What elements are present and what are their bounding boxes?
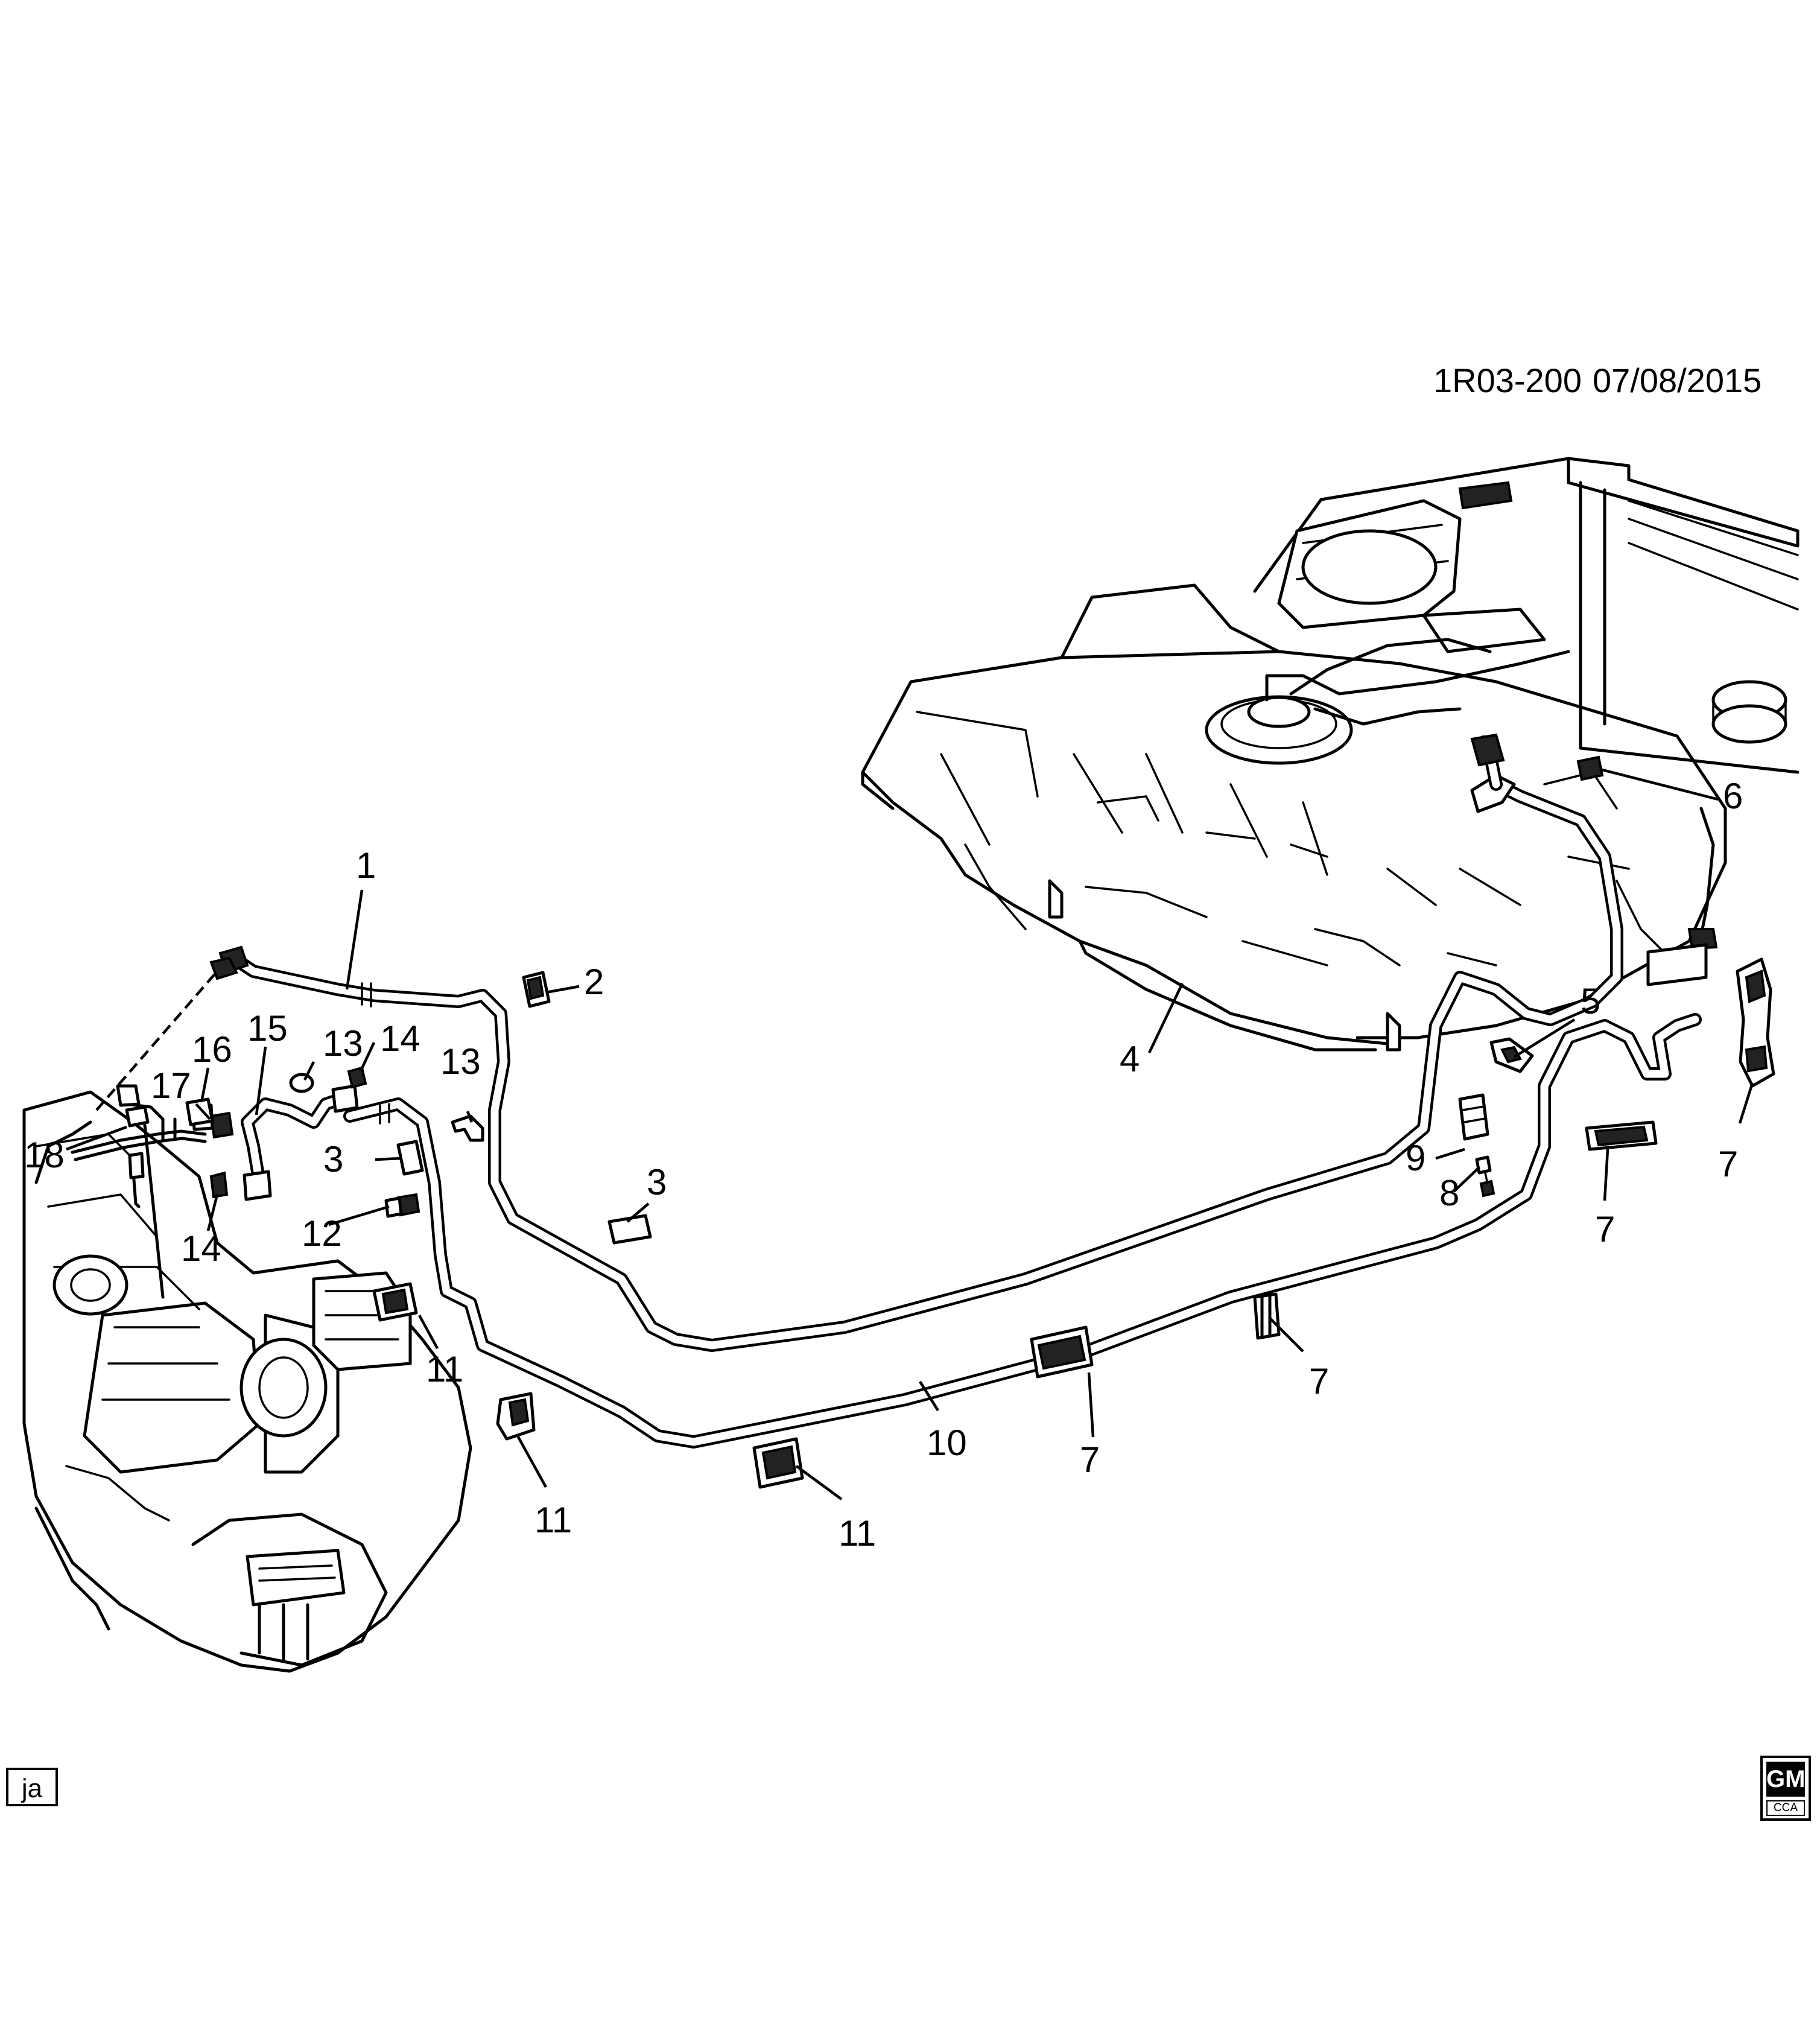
callout-10: 10: [927, 1423, 967, 1463]
fuel-pipe-10: [343, 1013, 1702, 1449]
callout-labels: 1 2 3 3 4 5 6 7 7 7 7 7 8 9 10 11 11 11 …: [24, 776, 1743, 1554]
callout-7-a: 7: [1718, 1144, 1738, 1184]
callout-11-c: 11: [839, 1513, 876, 1554]
callout-7-b: 7: [1595, 1209, 1615, 1249]
callout-9: 9: [1406, 1138, 1425, 1178]
callout-8: 8: [1439, 1173, 1459, 1213]
clips-and-brackets: [372, 755, 1775, 1489]
callout-15: 15: [247, 1008, 288, 1049]
callout-7-e: 7: [1595, 1209, 1615, 1249]
callout-1: 1: [356, 845, 376, 886]
callout-7-c: 7: [1309, 1361, 1329, 1401]
gm-logo-subtext: CCA: [1766, 1800, 1805, 1816]
callout-14-a: 14: [380, 1018, 420, 1059]
callout-12: 12: [302, 1213, 342, 1254]
callout-14-b: 14: [181, 1228, 221, 1269]
initials-box: ja: [6, 1768, 58, 1806]
diagram-code: 1R03-200: [1433, 361, 1582, 399]
fuel-tank-assembly: [861, 457, 1800, 1052]
callout-13-a: 13: [323, 1023, 363, 1064]
callout-3-b: 3: [647, 1162, 667, 1202]
callout-5: 5: [1581, 981, 1600, 1021]
callout-7-d: 7: [1080, 1439, 1100, 1480]
callout-13-b: 13: [440, 1041, 481, 1082]
gm-logo: GM CCA: [1760, 1756, 1811, 1821]
callout-3-a: 3: [323, 1139, 343, 1179]
callout-18: 18: [24, 1135, 65, 1175]
callout-6: 6: [1723, 776, 1743, 816]
leader-lines: [66, 767, 1754, 1500]
diagram-date: 07/08/2015: [1593, 361, 1762, 399]
callout-2: 2: [584, 962, 604, 1002]
gm-logo-text: GM: [1766, 1762, 1805, 1797]
callout-16: 16: [192, 1029, 232, 1070]
initials-text: ja: [21, 1774, 43, 1803]
callout-11-b: 11: [534, 1500, 572, 1540]
callout-17: 17: [151, 1065, 191, 1106]
engine-hose-assembly: [71, 956, 484, 1299]
callout-4: 4: [1120, 1039, 1140, 1079]
callout-11-a: 11: [426, 1349, 463, 1389]
